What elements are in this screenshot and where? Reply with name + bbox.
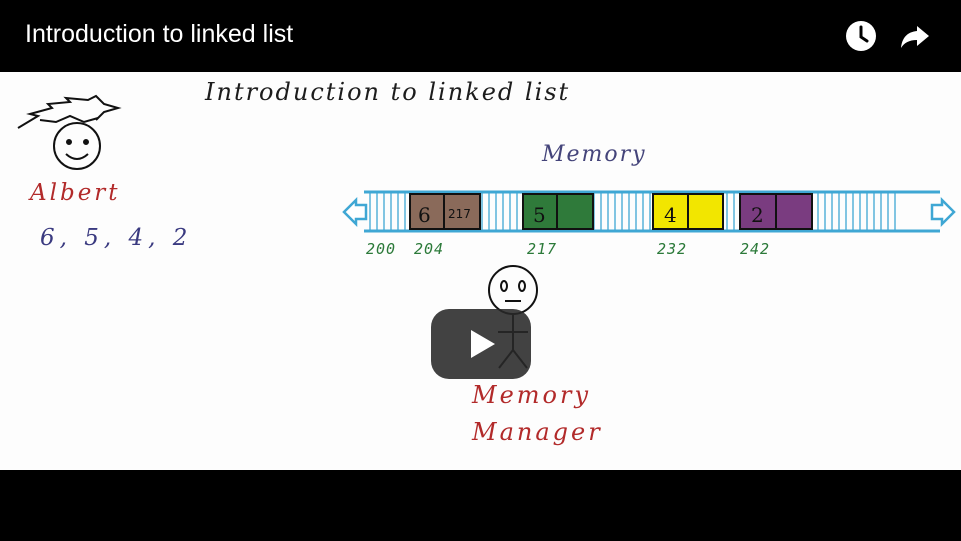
address-label: 242 bbox=[740, 240, 771, 258]
board-title: Introduction to linked list bbox=[205, 78, 571, 106]
play-icon bbox=[471, 330, 495, 358]
memory-manager-label: Memory Manager bbox=[472, 381, 603, 447]
cell-value-1: 6 bbox=[418, 203, 431, 227]
share-icon[interactable] bbox=[899, 20, 931, 52]
albert-face-icon bbox=[17, 94, 122, 170]
play-button[interactable] bbox=[431, 309, 531, 379]
address-label: 217 bbox=[527, 240, 558, 258]
cell-pointer-1: 217 bbox=[448, 207, 471, 221]
person-name: Albert bbox=[30, 180, 121, 206]
video-title[interactable]: Introduction to linked list bbox=[25, 20, 294, 48]
video-frame: Introduction to linked list Memory Alber… bbox=[0, 72, 961, 470]
memory-label: Memory bbox=[542, 142, 647, 167]
address-label: 204 bbox=[414, 240, 445, 258]
cell-value-4: 2 bbox=[751, 203, 764, 227]
video-bottom-bar bbox=[0, 470, 961, 541]
cell-value-2: 5 bbox=[533, 203, 546, 227]
cell-value-3: 4 bbox=[664, 203, 677, 227]
person-values: 6, 5, 4, 2 bbox=[40, 225, 193, 251]
left-arrow-icon bbox=[342, 196, 368, 228]
memory-cells bbox=[409, 193, 813, 230]
address-label: 232 bbox=[657, 240, 688, 258]
right-arrow-icon bbox=[930, 196, 956, 228]
watch-later-icon[interactable] bbox=[845, 20, 877, 52]
address-label: 200 bbox=[366, 240, 397, 258]
video-title-bar: Introduction to linked list bbox=[0, 0, 961, 72]
